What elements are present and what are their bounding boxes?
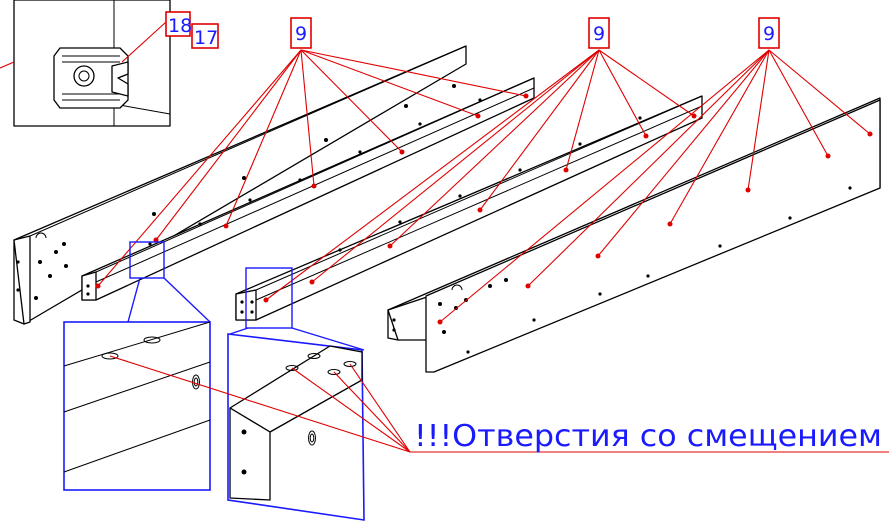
callout-9-left-label: 9 [295,23,307,45]
detail-view-a [63,321,211,491]
detail-marker-b [245,267,293,329]
callout-17: 17 [191,23,219,49]
offset-holes-note: !!!Отверстия со смещением [414,419,882,454]
callout-9-middle-label: 9 [593,23,605,45]
callout-9-right: 9 [758,17,780,49]
callout-18-label: 18 [168,15,192,37]
callout-9-middle: 9 [588,17,610,49]
leaders-9b [263,49,697,303]
detail-link-a-right [163,277,211,323]
callout-9-right-label: 9 [763,23,775,45]
callout-9-left: 9 [290,17,312,49]
detail-view-b [227,333,365,521]
detail-marker-a [129,241,165,279]
leaders-9c [437,49,873,325]
leaders-9a [95,49,529,289]
callout-17-label: 17 [194,27,218,49]
beam-1 [13,45,467,325]
detail-link-b-right [291,327,365,351]
detail-link-b-left [229,327,249,335]
callout-18: 18 [165,11,192,37]
note-leaders [109,355,889,453]
detail-inset-bracket [0,0,171,127]
leader-18 [121,21,167,63]
detail-link-a-left [127,277,141,323]
beam-4 [387,97,881,373]
